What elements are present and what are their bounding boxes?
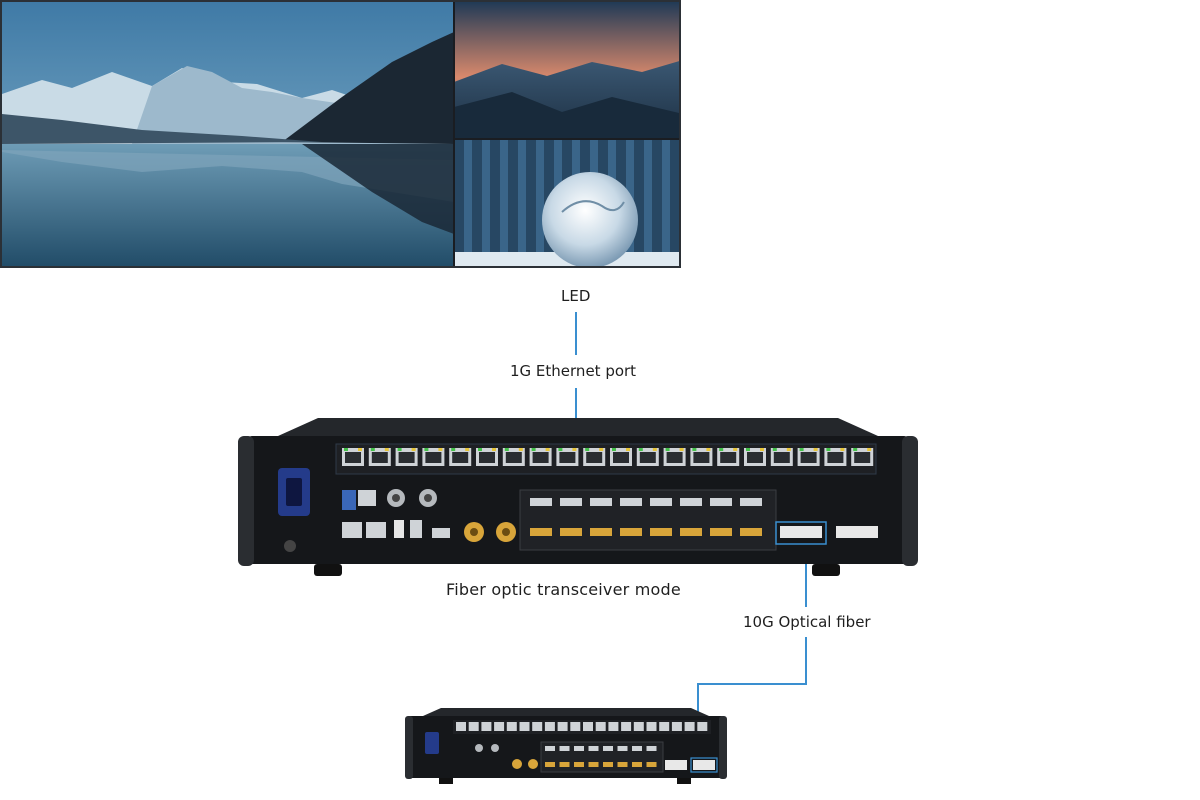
hdmi-port-icon [574, 762, 584, 767]
ethernet-port-label: 1G Ethernet port [510, 362, 637, 380]
fiber-port-icon [775, 521, 878, 545]
video-processor-main [238, 418, 918, 578]
ethernet-port-icon [456, 722, 466, 731]
hdmi-port-icon [560, 528, 582, 536]
transceiver-mode-label: Fiber optic transceiver mode [446, 580, 681, 599]
bnc-connector-icon [342, 489, 437, 510]
ethernet-port-icon [621, 722, 632, 731]
hdmi-port-icon [530, 528, 552, 536]
video-processor-remote [405, 708, 727, 784]
hdmi-port-icon [740, 498, 762, 506]
hdmi-port-icon [545, 762, 555, 767]
power-inlet-icon [278, 468, 310, 552]
hdmi-port-icon [588, 762, 599, 767]
optical-fiber-label: 10G Optical fiber [743, 613, 871, 631]
hdmi-port-icon [560, 498, 582, 506]
ethernet-port-icon [468, 722, 479, 731]
hdmi-port-icon [617, 746, 628, 751]
hdmi-port-icon [710, 498, 732, 506]
ethernet-port-icon [608, 722, 619, 731]
ethernet-port-icon [494, 722, 505, 731]
hdmi-port-icon [710, 528, 732, 536]
ethernet-port-icon [506, 722, 517, 731]
ethernet-port-icon [481, 722, 492, 731]
ethernet-port-icon [684, 722, 695, 731]
ethernet-port-icon [583, 722, 593, 731]
hdmi-port-icon [603, 746, 613, 751]
usb-port-icon [342, 520, 450, 538]
ethernet-port-icon [595, 722, 606, 731]
ethernet-port-icon [671, 722, 682, 731]
ethernet-port-icon [633, 722, 644, 731]
hdmi-port-icon [632, 762, 642, 767]
hdmi-port-icon [680, 528, 702, 536]
hdmi-port-icon [620, 528, 642, 536]
hdmi-port-icon [650, 498, 672, 506]
ethernet-port-icon [570, 722, 581, 731]
ethernet-port-icon [659, 722, 670, 731]
hdmi-port-icon [603, 762, 613, 767]
hdmi-port-icon [617, 762, 628, 767]
ethernet-port-icon [519, 722, 530, 731]
hdmi-port-icon [646, 762, 657, 767]
led-screen-image [0, 0, 681, 268]
hdmi-port-icon [632, 746, 642, 751]
hdmi-port-icon [646, 746, 657, 751]
led-label: LED [561, 287, 591, 305]
fiber-wire-upper [805, 540, 807, 607]
hdmi-port-icon [620, 498, 642, 506]
ethernet-port-icon [646, 722, 657, 731]
hdmi-port-icon [559, 762, 570, 767]
hdmi-port-icon [590, 498, 612, 506]
hdmi-port-icon [680, 498, 702, 506]
ethernet-port-icon [544, 722, 555, 731]
led-to-label-wire [575, 312, 577, 355]
ethernet-port-icon [557, 722, 568, 731]
hdmi-port-icon [530, 498, 762, 536]
hdmi-port-icon [530, 498, 552, 506]
fiber-wire-horizontal [697, 683, 807, 685]
hdmi-port-icon [574, 746, 584, 751]
fiber-wire-drop [697, 683, 699, 733]
ethernet-port-icon [697, 722, 708, 731]
hdmi-port-icon [545, 746, 555, 751]
hdmi-port-icon [590, 528, 612, 536]
hdmi-port-icon [588, 746, 599, 751]
hdmi-port-icon [740, 528, 762, 536]
hdmi-port-icon [559, 746, 570, 751]
ethernet-port-icon [532, 722, 543, 731]
hdmi-port-icon [650, 528, 672, 536]
fiber-wire-lower [805, 637, 807, 684]
